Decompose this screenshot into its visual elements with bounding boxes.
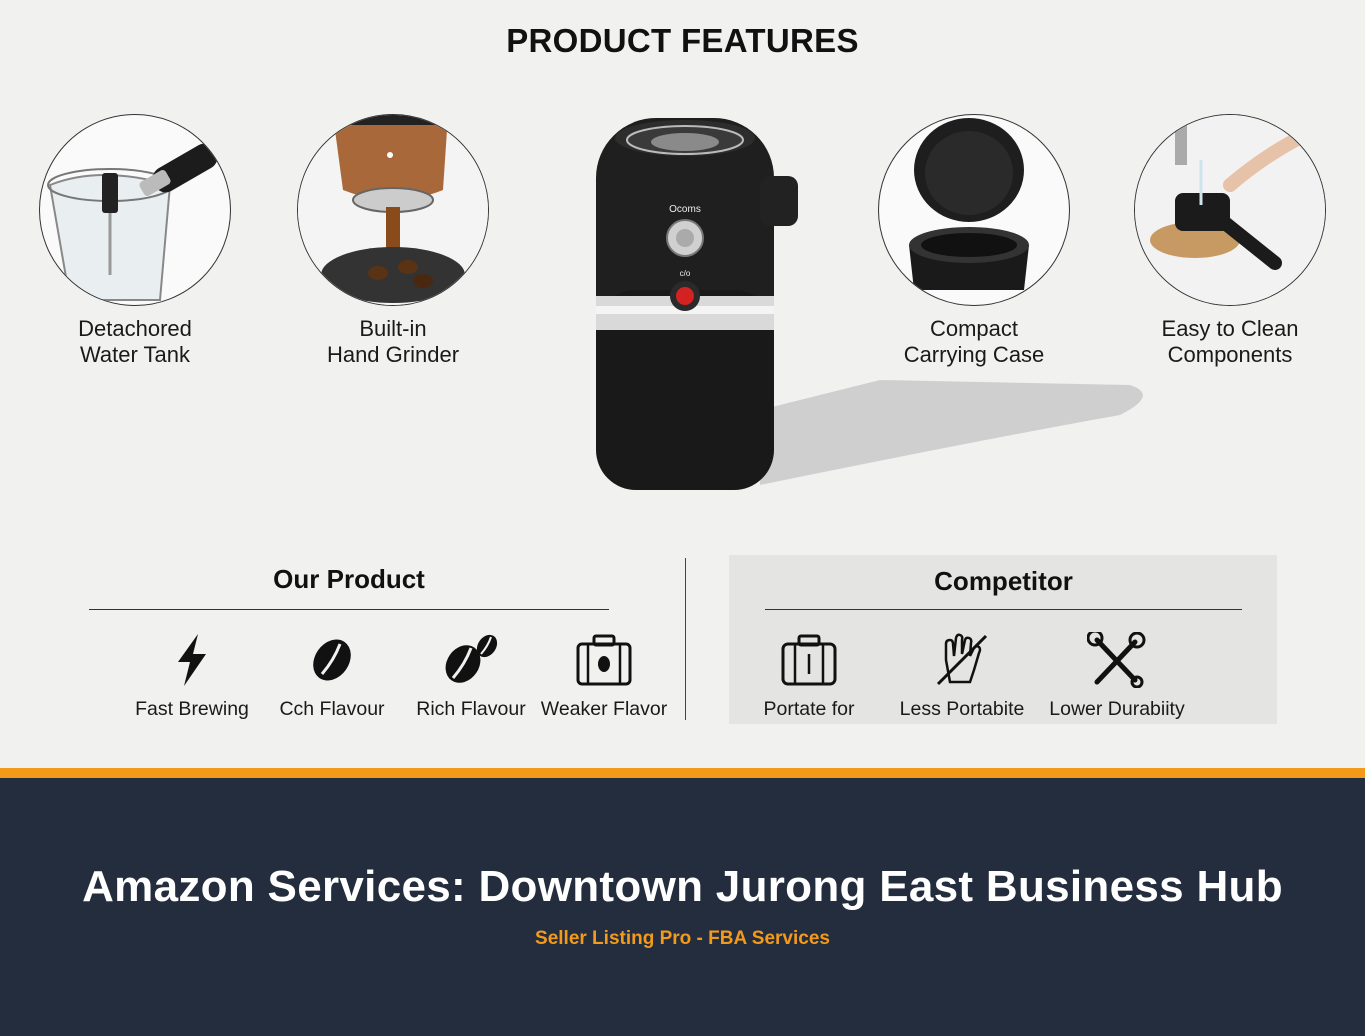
item-label: Cch Flavour (279, 698, 385, 720)
footer-title: Amazon Services: Downtown Jurong East Bu… (82, 862, 1283, 911)
feature-easy-clean: Easy to Clean Components (1110, 114, 1350, 368)
luggage-icon (781, 634, 837, 686)
coffee-bean-icon (313, 639, 351, 681)
product-mode-label: c/o (680, 269, 691, 278)
our-product-item: Weaker Flavor (534, 632, 674, 721)
item-label: Lower Durabiity (1049, 698, 1185, 720)
wrench-tools-icon (1087, 632, 1146, 688)
carrying-case-photo (878, 114, 1070, 306)
feature-water-tank: Detachored Water Tank (15, 114, 255, 368)
item-label: Portate for (763, 698, 855, 720)
feature-carrying-case: Compact Carrying Case (854, 114, 1094, 368)
competitor-item: Lower Durabiity (1047, 632, 1187, 721)
item-label: Less Portabite (899, 698, 1025, 720)
item-label: Weaker Flavor (540, 698, 668, 720)
crossed-hand-icon (936, 633, 988, 686)
competitor-item: Less Portabite (892, 632, 1032, 721)
our-product-item: Cch Flavour (262, 632, 402, 721)
grinder-photo (297, 114, 489, 306)
coffee-beans-icon (445, 634, 498, 683)
accent-stripe (0, 768, 1365, 778)
feature-label: Detachored Water Tank (78, 316, 192, 367)
item-label: Fast Brewing (135, 698, 249, 720)
coffee-maker-product: Ocoms c/o (560, 110, 1180, 510)
water-tank-photo (39, 114, 231, 306)
product-brand-label: Ocoms (669, 204, 701, 215)
briefcase-icon (576, 634, 632, 686)
feature-hand-grinder: Built-in Hand Grinder (273, 114, 513, 368)
footer-subtitle: Seller Listing Pro - FBA Services (535, 928, 830, 949)
our-product-item: Fast Brewing (122, 632, 262, 721)
section-divider (685, 558, 686, 720)
our-product-item: Rich Flavour (401, 632, 541, 721)
lightning-icon (178, 634, 206, 686)
feature-label: Easy to Clean Components (1161, 316, 1299, 367)
competitor-heading: Competitor (934, 566, 1073, 596)
competitor-item: Portate for (739, 632, 879, 721)
footer-banner: Amazon Services: Downtown Jurong East Bu… (0, 778, 1365, 1036)
item-label: Rich Flavour (416, 698, 526, 720)
competitor-divider (765, 609, 1242, 610)
feature-label: Built-in Hand Grinder (326, 316, 460, 367)
feature-panel: PRODUCT FEATURES Detachored Water Tank (15, 22, 1350, 724)
feature-label: Compact Carrying Case (903, 316, 1045, 367)
page-title: PRODUCT FEATURES (506, 22, 859, 59)
cleaning-photo (1134, 114, 1326, 306)
our-product-divider (89, 609, 609, 610)
our-product-heading: Our Product (273, 564, 425, 594)
